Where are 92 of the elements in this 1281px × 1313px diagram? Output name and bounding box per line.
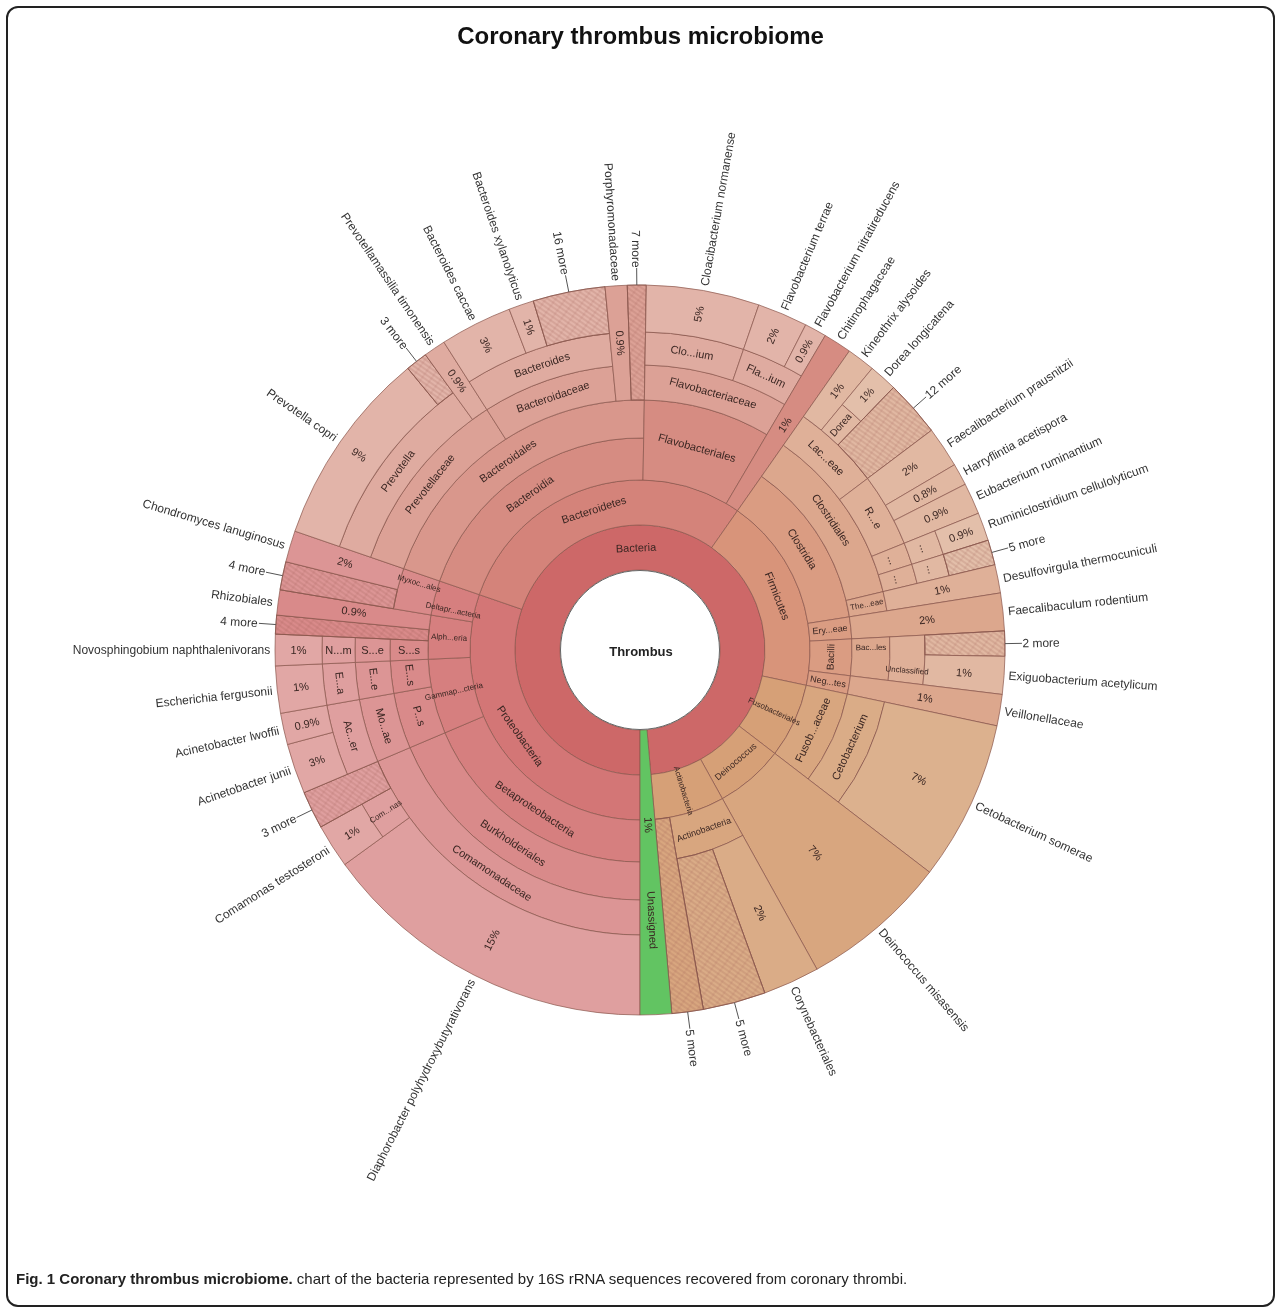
- center-label: Thrombus: [609, 644, 673, 658]
- percent-label: 2%: [918, 613, 936, 627]
- segment-label: Alph...eria: [431, 633, 468, 644]
- percent-label: 1%: [827, 381, 846, 401]
- percent-label: 1%: [915, 690, 934, 705]
- more-label: 5 more: [733, 1018, 755, 1058]
- sunburst-segment: [322, 662, 360, 706]
- segment-label: S...s: [398, 644, 420, 656]
- segment-label: Bac...les: [855, 643, 887, 652]
- segment-label: E...e: [367, 667, 381, 691]
- segment-label: R...e: [862, 505, 884, 532]
- segment-label: E...a: [333, 670, 347, 695]
- sunburst-segment: [911, 554, 950, 584]
- sunburst-segment: [924, 630, 1005, 657]
- percent-label: 2%: [751, 903, 768, 923]
- more-label: 5 more: [1007, 531, 1047, 554]
- taxon-name: Rhizobiales: [210, 587, 274, 608]
- percent-label: 2%: [765, 326, 782, 346]
- segment-label: Bacilli: [825, 643, 837, 670]
- figure-caption: Fig. 1 Coronary thrombus microbiome. chart of the bacteria represented by 16S rRNA sequences recovered from coronary thrombi.: [16, 1270, 909, 1287]
- segment-label: ...: [885, 553, 899, 566]
- percent-label: 7%: [805, 843, 824, 863]
- leader-line: [991, 547, 1009, 553]
- sunburst-segment: [904, 530, 944, 565]
- leader-line: [265, 571, 284, 577]
- percent-label: 0.9%: [793, 336, 816, 365]
- segment-label: The...eae: [849, 597, 884, 613]
- percent-label: 0.9%: [922, 505, 950, 526]
- percent-label: 9%: [349, 446, 370, 465]
- percent-label: 0.8%: [911, 482, 939, 505]
- segment-label: ...: [924, 563, 938, 576]
- segment-label: Ery...eae: [811, 623, 848, 637]
- sunburst-segment: [871, 543, 912, 575]
- percent-label: 1%: [955, 666, 973, 679]
- percent-label: 1%: [858, 385, 877, 405]
- more-label: 5 more: [684, 1028, 701, 1068]
- taxon-name: Novosphingobium naphthalenivorans: [72, 644, 271, 656]
- sunburst-segment: [737, 476, 850, 624]
- percent-label: 0.9%: [340, 605, 368, 620]
- sunburst-segment: [339, 392, 473, 558]
- percent-label: 3%: [477, 335, 495, 355]
- leader-line: [258, 622, 277, 626]
- segment-label: 1%: [641, 816, 654, 833]
- segment-label: Unassigned: [645, 890, 659, 949]
- percent-label: 1%: [290, 644, 307, 656]
- leader-line: [687, 1011, 691, 1030]
- sunburst-segment: [878, 564, 918, 592]
- segment-label: Clo...ium: [670, 343, 715, 363]
- more-label: 2 more: [1022, 636, 1061, 650]
- percent-label: 0.9%: [293, 715, 321, 732]
- taxon-name: Exiguobacterium acetylicum: [1008, 669, 1159, 693]
- leader-line: [405, 347, 418, 362]
- segment-label: Mo...ae: [373, 706, 394, 746]
- percent-label: 0.9%: [947, 525, 976, 544]
- segment-label: Bacteria: [615, 541, 656, 554]
- more-label: 4 more: [227, 558, 267, 578]
- leader-line: [733, 1002, 740, 1020]
- percent-label: 5%: [692, 304, 707, 323]
- leader-line: [912, 396, 927, 409]
- segment-label: S...e: [361, 644, 384, 656]
- taxon-name: Faecalibaculum rodentium: [1007, 590, 1149, 618]
- leader-line: [296, 809, 313, 818]
- segment-label: Ac...er: [341, 718, 361, 753]
- leader-line: [565, 274, 570, 293]
- percent-label: 7%: [909, 770, 929, 788]
- percent-label: 1%: [521, 317, 537, 337]
- more-label: 7 more: [630, 229, 643, 268]
- segment-label: ...: [891, 572, 905, 585]
- segment-label: N...m: [325, 644, 352, 656]
- sunburst-segment: [640, 729, 672, 1015]
- taxon-name: Porphyromonadaceae: [602, 162, 622, 282]
- segment-label: E...s: [403, 663, 418, 687]
- segment-label: Unclassified: [884, 665, 929, 678]
- percent-label: 2%: [900, 460, 920, 479]
- more-label: 4 more: [220, 614, 259, 630]
- leader-line: [636, 267, 638, 286]
- percent-label: 2%: [335, 555, 355, 571]
- percent-label: 3%: [307, 753, 327, 769]
- percent-label: 1%: [342, 824, 362, 843]
- more-label: 16 more: [550, 230, 572, 276]
- segment-label: ...: [917, 541, 931, 555]
- percent-label: 1%: [292, 680, 309, 694]
- percent-label: 0.9%: [613, 330, 627, 357]
- chart-title: Coronary thrombus microbiome: [456, 22, 825, 50]
- percent-label: 1%: [775, 415, 794, 435]
- segment-label: P...s: [410, 704, 427, 728]
- percent-label: 1%: [932, 583, 951, 597]
- segment-label: Neg...tes: [809, 674, 847, 689]
- more-label: 3 more: [259, 812, 299, 840]
- taxon-name: Escherichia fergusonii: [155, 684, 274, 709]
- leader-line: [1004, 642, 1023, 645]
- percent-label: 15%: [482, 927, 503, 952]
